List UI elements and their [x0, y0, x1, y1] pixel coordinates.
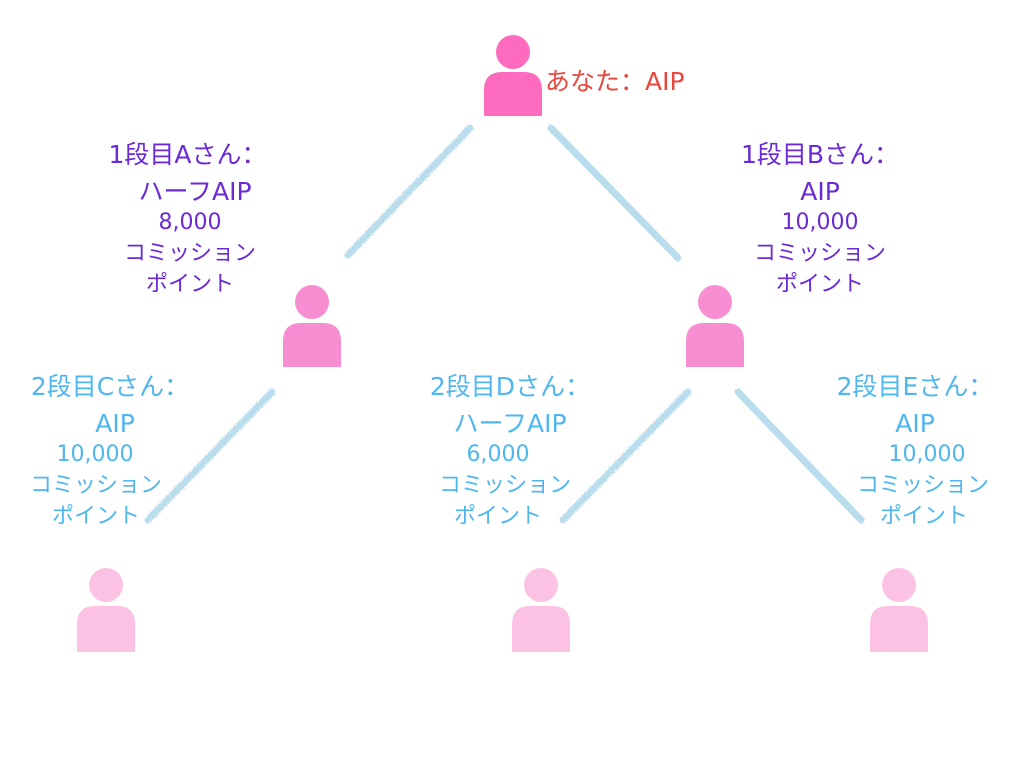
member-points: 10,000 [888, 442, 966, 467]
member-commission: コミッション [753, 241, 886, 266]
member-point-word: ポイント [453, 504, 542, 529]
member-commission: コミッション [856, 473, 989, 498]
member-point-word: ポイント [145, 272, 234, 297]
connector-b-to-e [734, 388, 865, 524]
person-icon [484, 35, 542, 116]
level2-label-e: 2段目Eさん： AIP 10,000 コミッション ポイント [815, 374, 1015, 528]
member-commission: コミッション [29, 473, 162, 498]
member-title: 1段目Bさん： [740, 140, 900, 169]
person-icon [870, 568, 928, 652]
person-icon [686, 285, 744, 367]
member-points: 6,000 [466, 442, 530, 467]
level2-label-d: 2段目Dさん： ハーフAIP 6,000 コミッション ポイント [410, 374, 610, 528]
level1-person-a [280, 283, 344, 369]
member-plan: AIP [895, 409, 935, 438]
level1-label-b: 1段目Bさん： AIP 10,000 コミッション ポイント [720, 142, 920, 296]
level2-person-d [510, 566, 572, 654]
connector-a-to-c [144, 388, 276, 524]
member-points: 10,000 [56, 442, 134, 467]
member-plan: AIP [800, 177, 840, 206]
member-points: 10,000 [781, 210, 859, 235]
level2-label-c: 2段目Cさん： AIP 10,000 コミッション ポイント [10, 374, 210, 528]
member-point-word: ポイント [775, 272, 864, 297]
level1-label-a: 1段目Aさん： ハーフAIP 8,000 コミッション ポイント [90, 142, 290, 296]
member-title: 1段目Aさん： [108, 140, 267, 169]
member-points: 8,000 [158, 210, 222, 235]
member-commission: コミッション [123, 241, 256, 266]
member-plan: ハーフAIP [453, 409, 567, 438]
person-icon [283, 285, 341, 367]
connector-root-to-b [547, 124, 682, 262]
member-title: 2段目Eさん： [836, 372, 994, 401]
member-plan: ハーフAIP [138, 177, 252, 206]
level2-person-c [75, 566, 137, 654]
member-title: 2段目Cさん： [30, 372, 190, 401]
person-icon [77, 568, 135, 652]
member-point-word: ポイント [879, 504, 968, 529]
member-point-word: ポイント [51, 504, 140, 529]
member-title: 2段目Dさん： [429, 372, 591, 401]
connector-root-to-a [344, 124, 474, 259]
root-person [480, 32, 546, 118]
level2-person-e [868, 566, 930, 654]
member-commission: コミッション [438, 473, 571, 498]
root-label: あなた：AIP [545, 67, 685, 96]
level1-person-b [683, 283, 747, 369]
member-plan: AIP [95, 409, 135, 438]
person-icon [512, 568, 570, 652]
connector-b-to-d [559, 388, 692, 524]
